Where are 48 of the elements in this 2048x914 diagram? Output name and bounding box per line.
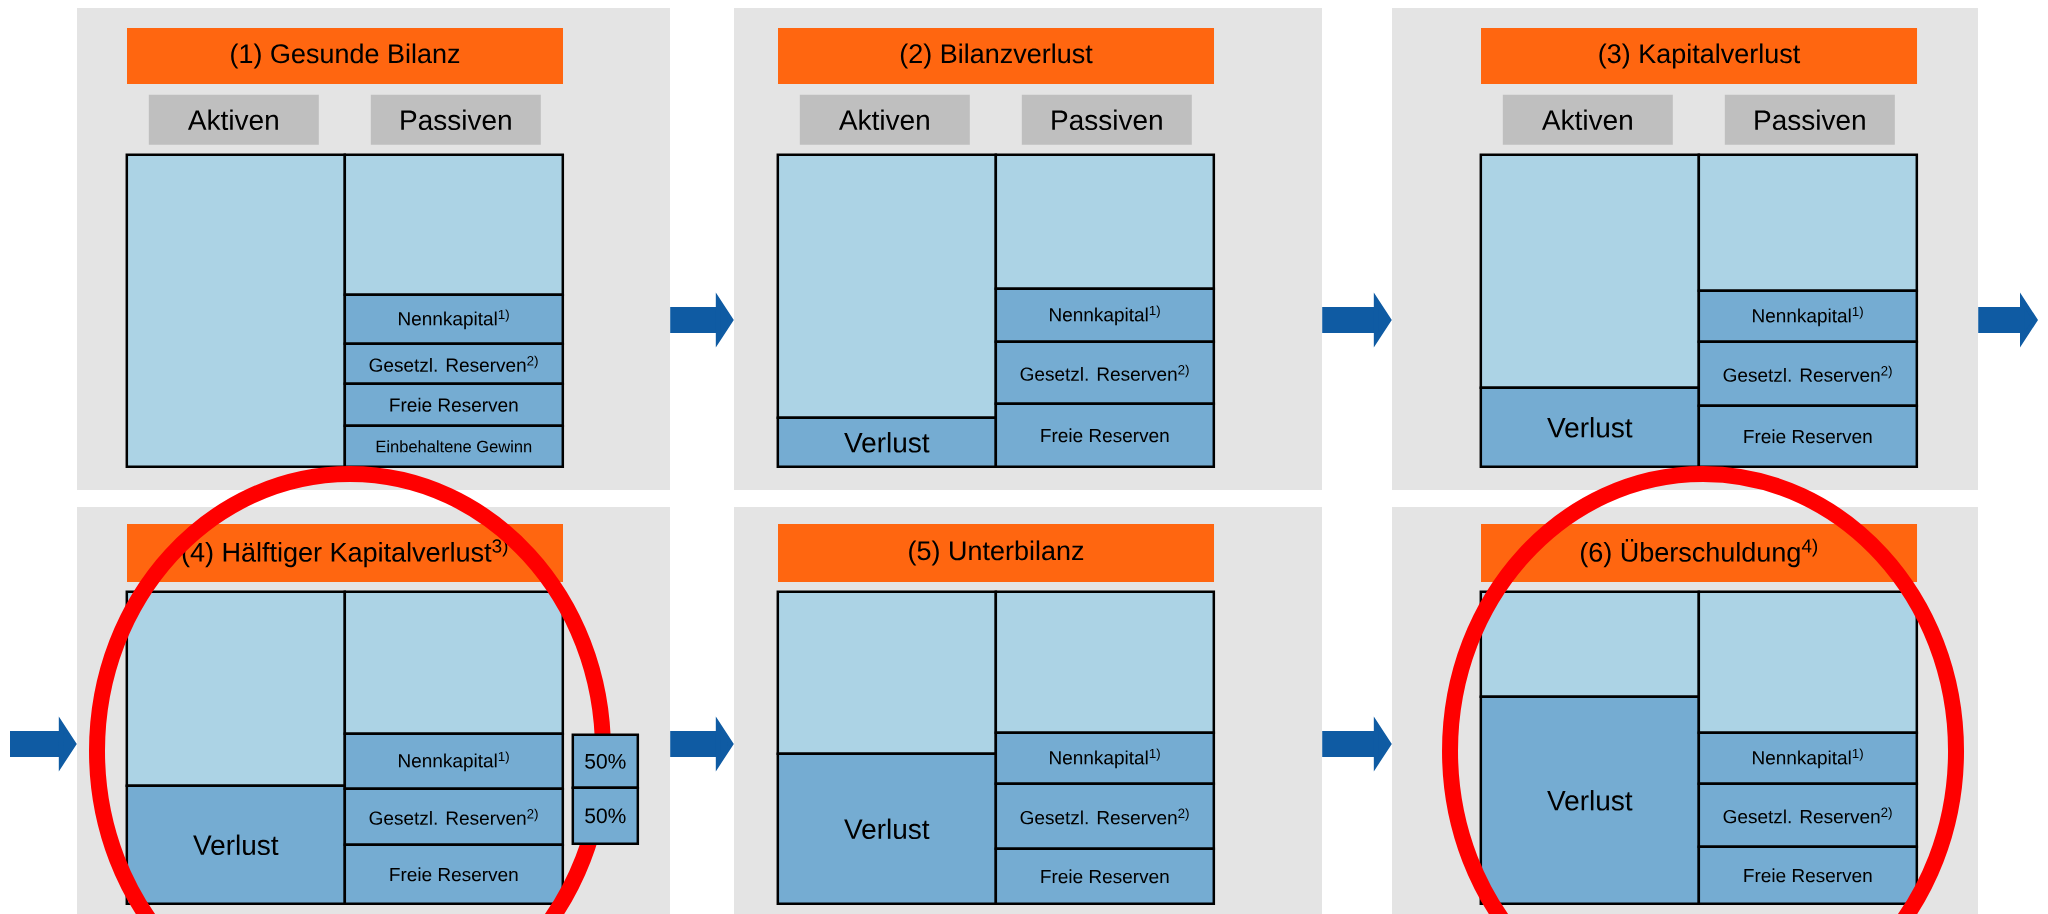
balance-cell [776, 590, 998, 756]
balance-cell: Freie Reserven [1697, 404, 1919, 469]
loss-cell: Verlust [1479, 386, 1701, 469]
balance-cell [343, 153, 565, 297]
balance-cell [994, 590, 1216, 735]
heading-bar: (5) Unterbilanz [778, 524, 1214, 582]
balance-cell: Gesetzl. Reserven$^{2)}$ [343, 342, 565, 386]
balance-cell: Freie Reserven [994, 847, 1216, 906]
loss-cell: Verlust [1479, 695, 1701, 906]
balance-cell [1479, 153, 1701, 390]
heading-bar: (3) Kapitalverlust [1481, 28, 1917, 84]
balance-cell [994, 153, 1216, 291]
balance-cell [776, 153, 998, 420]
heading-bar: (6) Überschuldung$^{4)}$ [1481, 524, 1917, 582]
balance-cell: Nennkapital$^{1)}$ [1697, 731, 1919, 786]
balance-cell: Gesetzl. Reserven$^{2)}$ [1697, 782, 1919, 849]
balance-cell [343, 590, 565, 736]
balance-cell [1697, 153, 1919, 293]
balance-cell: Nennkapital$^{1)}$ [994, 731, 1216, 786]
balance-cell: Gesetzl. Reserven$^{2)}$ [1697, 340, 1919, 408]
balance-cell: Gesetzl. Reserven$^{2)}$ [343, 787, 565, 847]
balance-cell: Gesetzl. Reserven$^{2)}$ [994, 782, 1216, 851]
balance-cell: Nennkapital$^{1)}$ [343, 293, 565, 346]
heading-bar: (1) Gesunde Bilanz [127, 28, 563, 84]
heading-bar: (2) Bilanzverlust [778, 28, 1214, 84]
balance-cell: Nennkapital$^{1)}$ [994, 287, 1216, 344]
balance-cell: Freie Reserven [343, 382, 565, 428]
column-header: Passiven [1021, 94, 1192, 145]
balance-cell: Freie Reserven [343, 843, 565, 906]
balance-cell [1697, 590, 1919, 735]
balance-cell [125, 590, 347, 788]
balance-cell: Einbehaltene Gewinn [343, 424, 565, 469]
column-header: Aktiven [799, 94, 970, 145]
balance-cell: Nennkapital$^{1)}$ [1697, 289, 1919, 344]
loss-cell: Verlust [776, 416, 998, 469]
column-header: Passiven [1724, 94, 1895, 145]
loss-cell: Verlust [776, 752, 998, 906]
column-header: Aktiven [148, 94, 319, 145]
percent-box: 50% [571, 786, 640, 846]
loss-cell: Verlust [125, 784, 347, 906]
balance-cell: Freie Reserven [1697, 845, 1919, 906]
column-header: Passiven [370, 94, 541, 145]
balance-cell [1479, 590, 1701, 699]
column-header: Aktiven [1502, 94, 1673, 145]
balance-cell: Gesetzl. Reserven$^{2)}$ [994, 340, 1216, 406]
balance-cell: Freie Reserven [994, 402, 1216, 469]
percent-box: 50% [571, 733, 640, 790]
balance-cell: Nennkapital$^{1)}$ [343, 732, 565, 791]
